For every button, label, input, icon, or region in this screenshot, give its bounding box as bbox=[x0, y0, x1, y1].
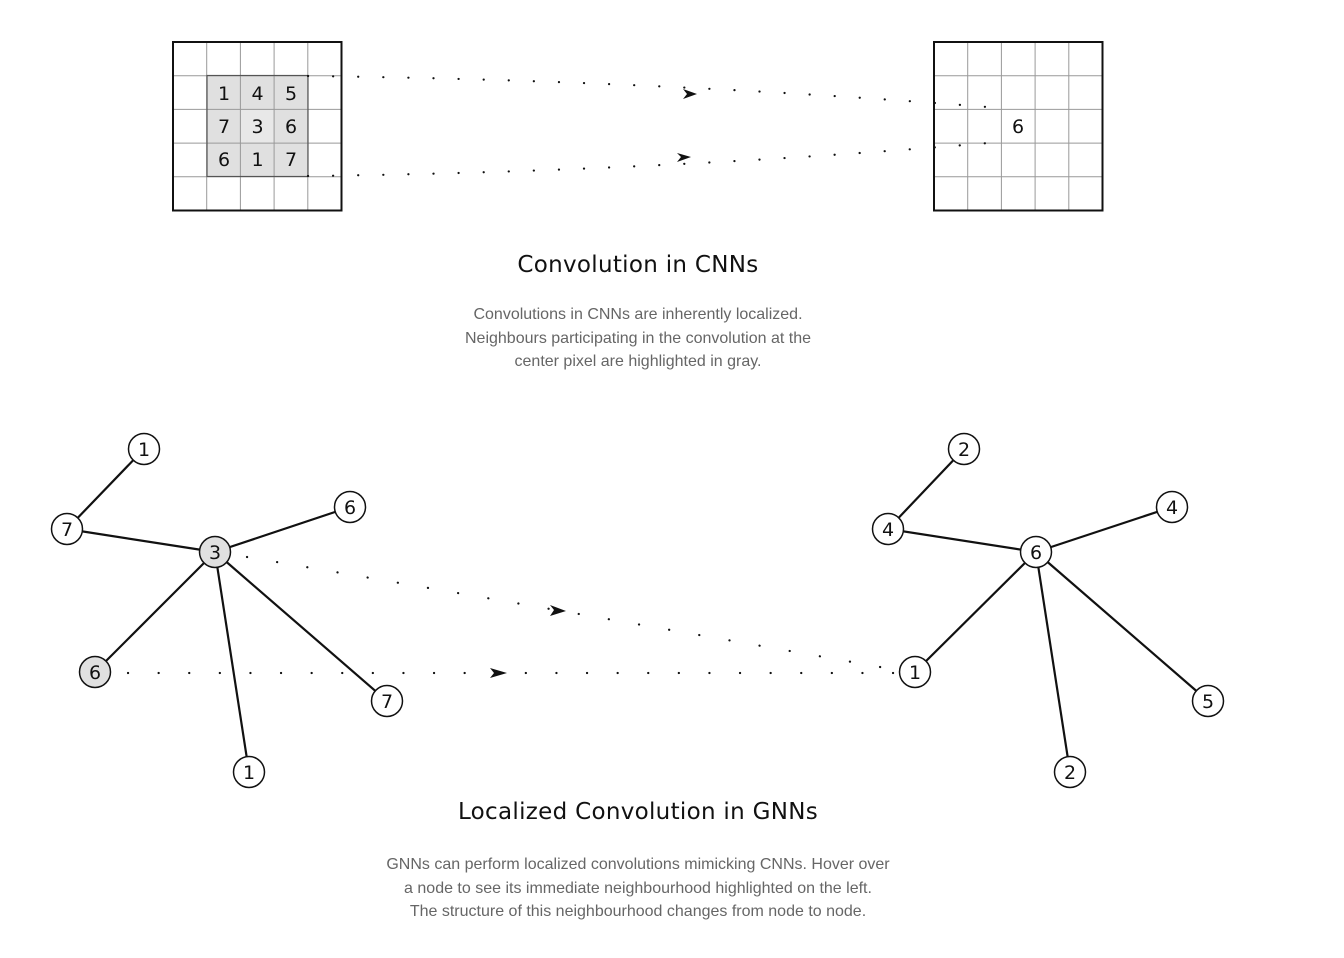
kernel-cell-0-0: 1 bbox=[218, 83, 230, 105]
gnn-caption-line-2: a node to see its immediate neighbourhoo… bbox=[404, 879, 872, 897]
gnn-caption-line-3: The structure of this neighbourhood chan… bbox=[409, 903, 867, 920]
gnn-upper-arrowhead bbox=[550, 605, 566, 616]
gnn-section-title: Localized Convolution in GNNs bbox=[457, 799, 819, 825]
gnn-upper-arrow bbox=[245, 555, 899, 672]
gnn-section-caption: GNNs can perform localized convolutions … bbox=[0, 853, 1276, 924]
right-node-2-top[interactable]: 2 bbox=[947, 432, 981, 466]
kernel-border bbox=[206, 74, 309, 178]
svg-text:7: 7 bbox=[381, 691, 393, 713]
cnn-top-arrow bbox=[306, 74, 1002, 110]
svg-text:1: 1 bbox=[243, 762, 255, 784]
output-center-value: 6 bbox=[1012, 116, 1024, 138]
svg-text:6: 6 bbox=[1030, 542, 1042, 564]
right-node-4-top-right[interactable]: 4 bbox=[1155, 490, 1189, 524]
gnn-caption-line-1: GNNs can perform localized convolutions … bbox=[386, 856, 890, 873]
kernel-cell-2-0: 6 bbox=[218, 149, 230, 171]
cnn-section-title: Convolution in CNNs bbox=[517, 252, 759, 278]
cnn-mapping-arrows bbox=[306, 74, 1002, 178]
left-node-1-top[interactable]: 1 bbox=[127, 432, 161, 466]
kernel-cell-1-2: 6 bbox=[285, 116, 297, 138]
svg-text:1: 1 bbox=[138, 439, 150, 461]
kernel-cell-2-1: 1 bbox=[251, 149, 263, 171]
left-edge-3-1 bbox=[213, 551, 251, 773]
svg-text:1: 1 bbox=[909, 662, 921, 684]
right-node-5[interactable]: 5 bbox=[1191, 684, 1225, 718]
cnn-caption-line-2: Neighbours participating in the convolut… bbox=[465, 329, 811, 347]
left-node-6-top-right[interactable]: 6 bbox=[333, 490, 367, 524]
cnn-bottom-arrow bbox=[306, 140, 1002, 178]
output-grid-border bbox=[933, 41, 1104, 212]
svg-text:2: 2 bbox=[1064, 762, 1076, 784]
svg-text:3: 3 bbox=[209, 542, 221, 564]
left-node-7-bottom-right[interactable]: 7 bbox=[370, 684, 404, 718]
kernel-cell-0-2: 5 bbox=[285, 83, 297, 105]
left-edge-3-7 bbox=[214, 551, 388, 702]
right-node-1[interactable]: 1 bbox=[898, 655, 932, 689]
cnn-top-arrowhead bbox=[683, 89, 697, 99]
kernel-cell-0-1: 4 bbox=[251, 83, 263, 105]
svg-text:6: 6 bbox=[344, 497, 356, 519]
input-grid-border bbox=[172, 41, 343, 212]
left-node-1-bottom[interactable]: 1 bbox=[232, 755, 266, 789]
svg-text:4: 4 bbox=[1166, 497, 1178, 519]
gnn-left-graph: 1 7 3 6 6 7 1 bbox=[50, 432, 404, 789]
cnn-bottom-arrowhead bbox=[677, 153, 691, 162]
right-node-2-bottom[interactable]: 2 bbox=[1053, 755, 1087, 789]
right-edge-4-6 bbox=[887, 527, 1037, 554]
kernel-center-highlight bbox=[240, 109, 275, 143]
svg-text:5: 5 bbox=[1202, 691, 1214, 713]
kernel-cell-1-1: 3 bbox=[251, 116, 263, 138]
left-edge-3-6top bbox=[214, 505, 351, 554]
right-edge-2-4 bbox=[887, 448, 965, 530]
svg-text:7: 7 bbox=[61, 519, 73, 541]
gnn-right-graph: 2 4 6 4 1 5 2 bbox=[871, 432, 1225, 789]
left-edge-1-7 bbox=[66, 448, 145, 530]
right-edge-6-1 bbox=[914, 551, 1037, 673]
svg-text:2: 2 bbox=[958, 439, 970, 461]
cnn-caption-line-3: center pixel are highlighted in gray. bbox=[514, 353, 762, 370]
left-node-7-left[interactable]: 7 bbox=[50, 512, 84, 546]
cnn-input-grid: 1 4 5 7 3 6 6 1 7 bbox=[172, 41, 343, 212]
left-node-3-center[interactable]: 3 bbox=[198, 535, 232, 569]
cnn-output-grid: 6 bbox=[933, 41, 1104, 212]
right-node-6-center[interactable]: 6 bbox=[1019, 535, 1053, 569]
gnn-mapping-arrows bbox=[126, 555, 899, 675]
kernel-cell-2-2: 7 bbox=[285, 149, 297, 171]
left-edge-3-6left bbox=[94, 551, 216, 673]
right-edge-6-2 bbox=[1034, 551, 1072, 773]
svg-text:6: 6 bbox=[89, 662, 101, 684]
left-edge-7-3 bbox=[66, 527, 216, 554]
kernel-cell-1-0: 7 bbox=[218, 116, 230, 138]
svg-text:4: 4 bbox=[882, 519, 894, 541]
cnn-caption-line-1: Convolutions in CNNs are inherently loca… bbox=[473, 306, 803, 323]
gnn-lower-arrowhead bbox=[490, 668, 507, 678]
output-grid-lines bbox=[934, 42, 1103, 211]
right-edge-6-4 bbox=[1035, 505, 1173, 554]
right-edge-6-5 bbox=[1035, 551, 1209, 702]
cnn-section-caption: Convolutions in CNNs are inherently loca… bbox=[0, 303, 1276, 374]
left-node-6-highlighted[interactable]: 6 bbox=[78, 655, 112, 689]
right-node-4-left[interactable]: 4 bbox=[871, 512, 905, 546]
